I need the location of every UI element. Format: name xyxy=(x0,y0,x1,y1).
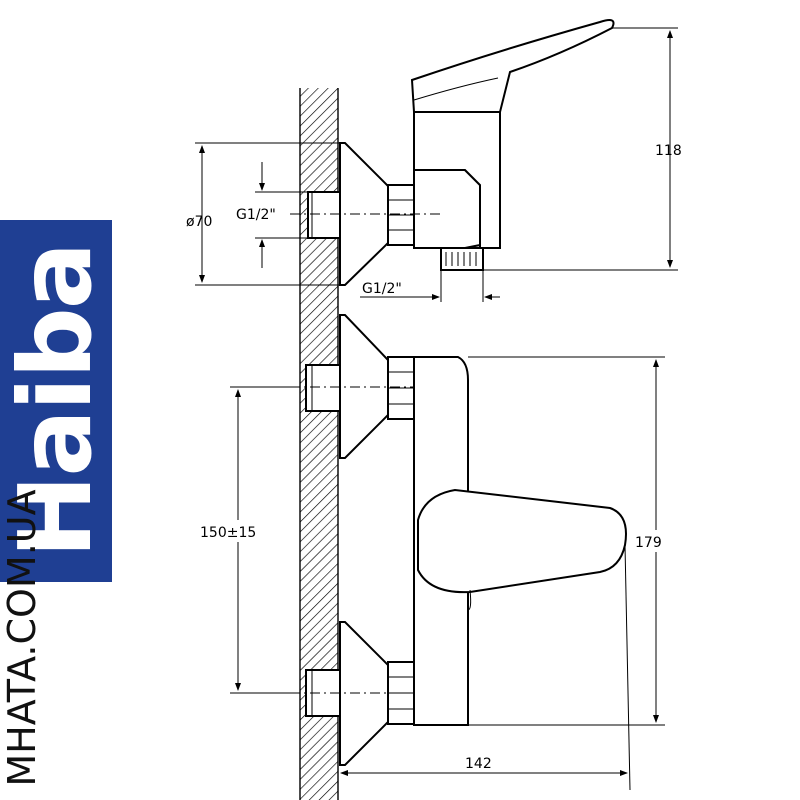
outlet-thread-label: G1/2" xyxy=(362,281,402,297)
dim-flange-diameter: ø70 xyxy=(186,142,345,286)
front-view xyxy=(290,314,627,766)
inlet-spacing-label: 150±15 xyxy=(200,525,256,541)
front-height-label: 179 xyxy=(635,535,662,551)
flange-diameter-label: ø70 xyxy=(186,214,212,230)
dim-outlet-thread: G1/2" xyxy=(360,270,500,302)
brand-logo: Haiba xyxy=(0,220,112,582)
inlet-thread-label: G1/2" xyxy=(236,207,276,223)
depth-label: 142 xyxy=(465,756,492,772)
dim-total-height: 118 xyxy=(483,27,682,271)
dim-inlet-thread: G1/2" xyxy=(236,162,308,268)
top-side-view xyxy=(290,19,615,286)
dim-inlet-spacing: 150±15 xyxy=(198,386,300,694)
total-height-label: 118 xyxy=(655,143,682,159)
dim-front-height: 179 xyxy=(468,356,672,726)
dim-depth: 142 xyxy=(340,544,631,791)
